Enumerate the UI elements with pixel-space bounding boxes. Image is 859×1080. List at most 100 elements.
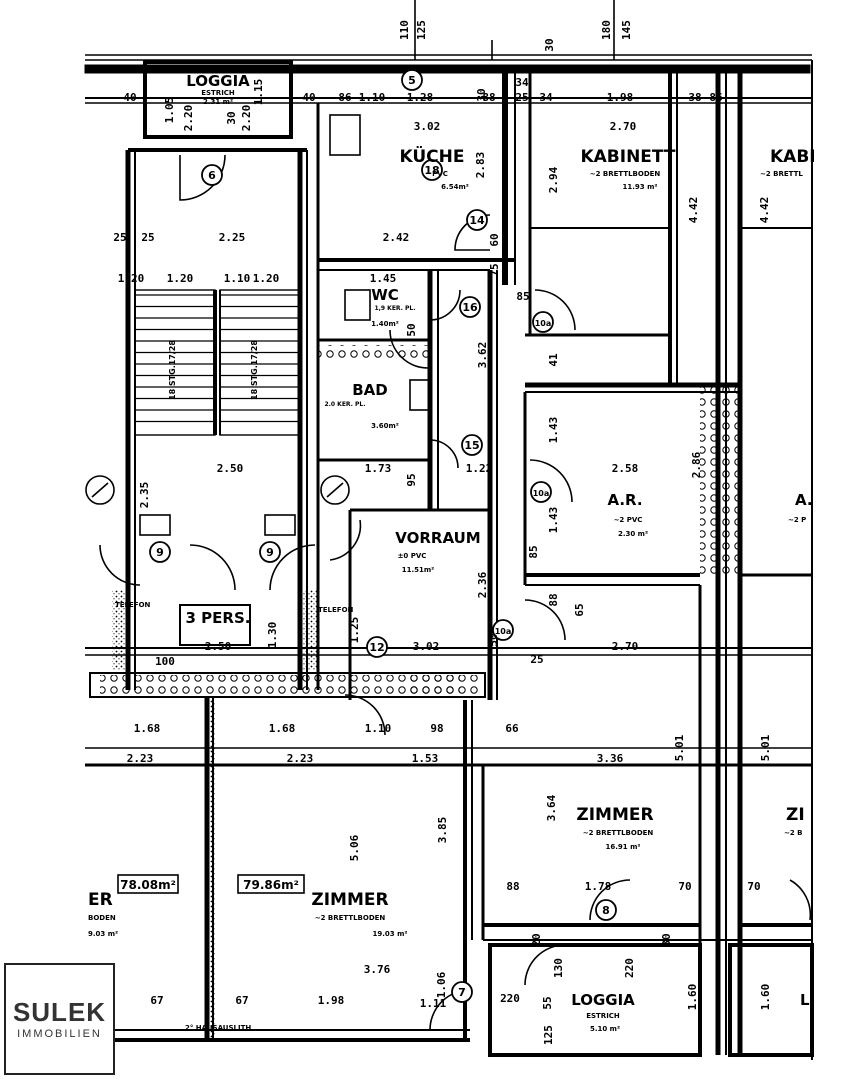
dimension-label: 65 — [573, 603, 586, 616]
dimension-label: 60 — [488, 233, 501, 246]
room-loggia-bottom: LOGGIA — [571, 991, 635, 1009]
room-zimmer-left-area: 9.03 m² — [88, 930, 118, 938]
dimension-label: 2.23 — [287, 752, 314, 765]
dimension-label: 75 — [488, 263, 501, 276]
dimension-label: 38 — [688, 91, 701, 104]
room-zimmer-right: ZIMMER — [576, 805, 653, 825]
dimension-label: 180 — [600, 20, 613, 40]
marker-label: 16 — [462, 301, 478, 314]
dimension-label: 40 — [302, 91, 315, 104]
room-kabinett: KABINETT — [580, 147, 675, 167]
dimension-label: 2.70 — [610, 120, 637, 133]
dimension-label: 86 — [338, 91, 352, 104]
dimension-label: 2.50 — [217, 462, 244, 475]
dimension-label: 1.43 — [547, 417, 560, 444]
dimension-label: 20 — [530, 933, 543, 946]
dimension-label: 5.01 — [673, 734, 686, 761]
dimension-label: 2.36 — [476, 571, 489, 598]
marker-circle — [259, 541, 281, 563]
dimension-label: 1.43 — [547, 507, 560, 534]
room-zimmer-bottom-floor: ~2 BRETTLBODEN — [315, 914, 386, 922]
dimension-label: 2.20 — [182, 105, 195, 132]
dimension-label: 70 — [678, 880, 691, 893]
label-stairs-right: 18 STG.17/28 — [250, 340, 259, 400]
dimension-label: 25 — [515, 91, 528, 104]
room-kabinett-area: 11.93 m² — [623, 183, 658, 191]
unit-area-left: 78.08m² — [120, 878, 176, 892]
dimension-label: 2.86 — [690, 451, 703, 478]
dimension-label: 98 — [430, 722, 443, 735]
staircase — [134, 289, 301, 436]
dimension-label: 34 — [539, 91, 553, 104]
dimension-label: 3.36 — [597, 752, 624, 765]
marker-label: 14 — [469, 214, 485, 227]
logo-line2: IMMOBILIEN — [17, 1028, 102, 1040]
marker-circle — [421, 159, 443, 181]
room-kueche-area: 6.54m² — [441, 183, 469, 191]
room-zimmer-right-floor: ~2 BRETTLBODEN — [583, 829, 654, 837]
room-vorraum-floor: ±0 PVC — [398, 552, 427, 560]
dimension-label: 30 — [475, 88, 488, 101]
unit-area-right: 79.86m² — [243, 878, 299, 892]
dimension-label: 1.28 — [407, 91, 434, 104]
dimension-label: 1.78 — [585, 880, 612, 893]
dimension-label: 125 — [415, 20, 428, 40]
marker-label: 10a — [533, 489, 550, 498]
room-kabinett-right: KABI — [770, 147, 816, 167]
room-wc-area: 1.40m² — [371, 320, 399, 328]
dimension-label: 50 — [487, 633, 500, 646]
room-kabinett-right-floor: ~2 BRETTL — [760, 170, 803, 178]
room-ar: A.R. — [607, 491, 642, 509]
dimension-label: 30 — [543, 38, 556, 51]
room-lift: 3 PERS. — [186, 609, 251, 627]
dimension-label: 5.01 — [759, 734, 772, 761]
dimension-label: 86 — [709, 91, 723, 104]
dimension-label: 3.02 — [413, 640, 440, 653]
dimension-label: 3.64 — [545, 794, 558, 821]
dimension-label: 88 — [482, 91, 495, 104]
dimension-label: 1.20 — [167, 272, 194, 285]
room-bad: BAD — [352, 381, 388, 399]
marker-label: 15 — [464, 439, 479, 452]
dimension-label: 2.50 — [205, 640, 232, 653]
dimension-label: 2.83 — [474, 152, 487, 179]
dimension-label: 25 — [141, 231, 154, 244]
dimension-label: 55 — [541, 996, 554, 1009]
marker-circle — [532, 311, 554, 333]
marker-circle — [451, 981, 473, 1003]
dimension-label: 3.62 — [476, 342, 489, 369]
marker-circle — [401, 69, 423, 91]
dimension-label: 2.35 — [138, 482, 151, 509]
dimension-label: 100 — [155, 655, 175, 668]
dimension-label: 1.68 — [269, 722, 296, 735]
room-zimmer-left: ER — [88, 890, 113, 910]
dimension-label: 145 — [620, 20, 633, 40]
marker-label: 18 — [424, 164, 439, 177]
room-loggia-top-floor: ESTRICH — [201, 89, 235, 97]
dimension-label: 1.15 — [252, 79, 265, 106]
dimension-label: 85 — [516, 290, 529, 303]
marker-circle — [461, 434, 483, 456]
logo-line1: SULEK — [12, 997, 107, 1027]
dimension-label: 85 — [527, 545, 540, 558]
room-kueche-floor: PVC — [432, 170, 448, 178]
dimension-label: 1.25 — [348, 617, 361, 644]
dimension-label: 2.94 — [547, 166, 560, 193]
room-kueche: KÜCHE — [400, 145, 465, 167]
room-bad-floor: 2.0 KER. PL. — [324, 401, 365, 408]
marker-label: 10a — [535, 319, 552, 328]
room-zimmer-bottom: ZIMMER — [311, 890, 388, 910]
dimension-label: 1.10 — [365, 722, 392, 735]
dimension-label: 1.22 — [466, 462, 493, 475]
room-ar-area: 2.30 m² — [618, 530, 648, 538]
room-labels: LOGGIA ESTRICH 2.31 m² KÜCHE PVC 6.54m² … — [88, 72, 816, 1033]
dimension-label: 67 — [235, 994, 248, 1007]
dimension-label: 25 — [530, 653, 543, 666]
dimension-label: 2.42 — [383, 231, 410, 244]
dimension-label: 70 — [747, 880, 760, 893]
fixtures — [85, 114, 431, 646]
room-loggia-bottom-right: L — [800, 991, 810, 1009]
dimension-label: 220 — [623, 958, 636, 978]
dimension-label: 88 — [547, 593, 560, 606]
label-telefon-left: TELEFON — [115, 601, 151, 609]
